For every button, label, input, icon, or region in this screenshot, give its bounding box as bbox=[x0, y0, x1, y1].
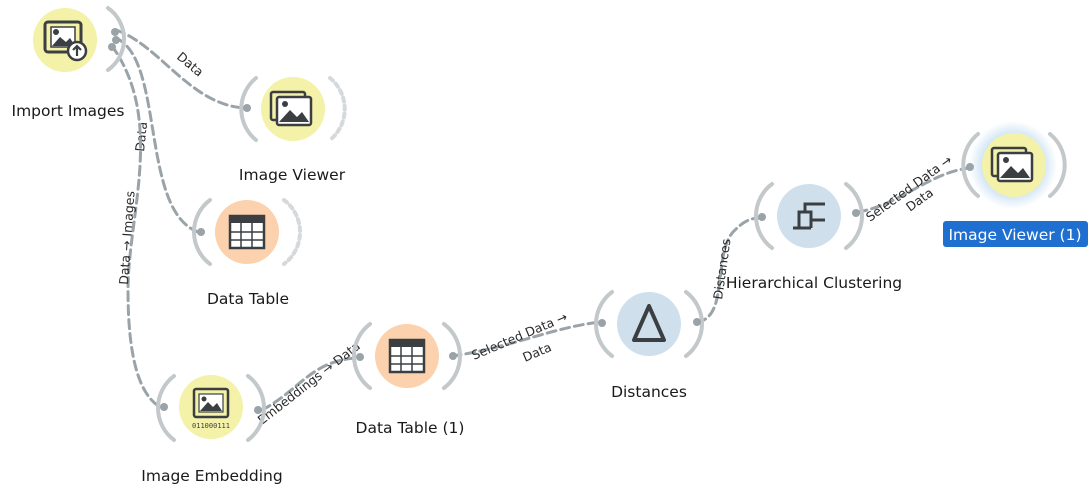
dendrogram-icon bbox=[793, 202, 825, 230]
node-image-embedding[interactable]: 011000111 Image Embedding bbox=[141, 374, 283, 485]
image-viewer-icon bbox=[990, 146, 1034, 183]
node-label: Data Table bbox=[207, 290, 289, 308]
node-data-table-1[interactable]: Data Table (1) bbox=[352, 322, 465, 437]
node-circle bbox=[777, 184, 841, 248]
link-clustering-to-viewer1[interactable]: Selected Data → Data bbox=[856, 152, 972, 224]
node-image-viewer-1[interactable]: Image Viewer (1) bbox=[943, 121, 1088, 247]
node-hierarchical-clustering[interactable]: Hierarchical Clustering bbox=[726, 182, 902, 292]
link-import-to-datatable[interactable]: Data bbox=[114, 36, 200, 234]
link-distances-to-clustering[interactable]: Distances bbox=[695, 216, 762, 324]
node-label: Image Embedding bbox=[141, 467, 282, 485]
link-label: Selected Data → bbox=[469, 309, 569, 363]
image-viewer-icon bbox=[269, 90, 313, 127]
delta-icon bbox=[632, 304, 666, 342]
import-images-icon bbox=[43, 20, 88, 62]
table-icon bbox=[388, 338, 426, 374]
node-distances[interactable]: Distances bbox=[594, 290, 704, 401]
node-image-viewer[interactable]: Image Viewer bbox=[239, 76, 347, 184]
node-label: Hierarchical Clustering bbox=[726, 274, 902, 292]
binary-caption: 011000111 bbox=[192, 422, 230, 430]
node-label: Data Table (1) bbox=[356, 419, 465, 437]
selection-highlight bbox=[943, 221, 1088, 247]
link-embedding-to-datatable1[interactable]: Embeddings → Data bbox=[255, 338, 363, 427]
link-label: Embeddings → Data bbox=[255, 338, 363, 427]
link-label: Data bbox=[520, 339, 553, 364]
node-circle bbox=[617, 292, 681, 356]
node-data-table[interactable]: Data Table bbox=[192, 198, 302, 308]
image-embedding-icon: 011000111 bbox=[192, 387, 230, 430]
link-import-to-embedding[interactable]: Data → Images bbox=[110, 44, 162, 409]
node-label: Image Viewer (1) bbox=[948, 226, 1081, 244]
node-import-images[interactable]: Import Images bbox=[12, 6, 126, 120]
node-label: Import Images bbox=[12, 102, 125, 120]
link-label: Data → Images bbox=[116, 190, 138, 285]
link-label: Data bbox=[132, 121, 150, 152]
link-datatable1-to-distances[interactable]: Selected Data → Data bbox=[450, 309, 602, 365]
node-label: Image Viewer bbox=[239, 166, 346, 184]
table-icon bbox=[228, 214, 266, 250]
link-label: Selected Data → bbox=[863, 152, 955, 224]
node-label: Distances bbox=[611, 383, 687, 401]
